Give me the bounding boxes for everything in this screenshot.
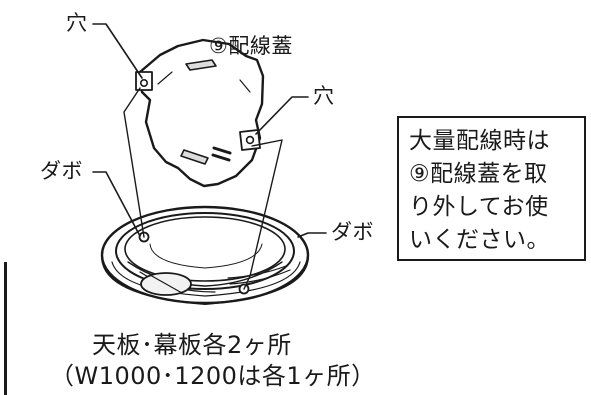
wiring-cover — [135, 38, 265, 188]
wiring-cover-label: ⑨配線蓋 — [209, 34, 293, 58]
table-edge-line — [4, 262, 7, 395]
grommet-base — [100, 205, 310, 305]
quantity-caption-note: （W1000･1200は各1ヶ所） — [50, 362, 376, 390]
hole-label-top: 穴 — [66, 11, 88, 35]
note-line: いください。 — [409, 227, 550, 253]
dowel-label-left: ダボ — [40, 159, 83, 183]
note-line: り外してお使 — [409, 194, 549, 220]
bulk-wiring-note: 大量配線時は ⑨配線蓋を取 り外してお使 いください。 — [397, 116, 586, 261]
hole-label-right: 穴 — [313, 84, 335, 108]
hole-left-marker — [140, 79, 149, 88]
hole-right-marker — [245, 135, 255, 145]
note-line: 大量配線時は — [409, 128, 550, 154]
dowel-label-right: ダボ — [331, 220, 374, 244]
leader-lines — [92, 23, 327, 238]
note-line: ⑨配線蓋を取 — [409, 161, 548, 187]
alignment-lines — [123, 87, 283, 290]
quantity-caption: 天板･幕板各2ヶ所 — [92, 331, 292, 359]
